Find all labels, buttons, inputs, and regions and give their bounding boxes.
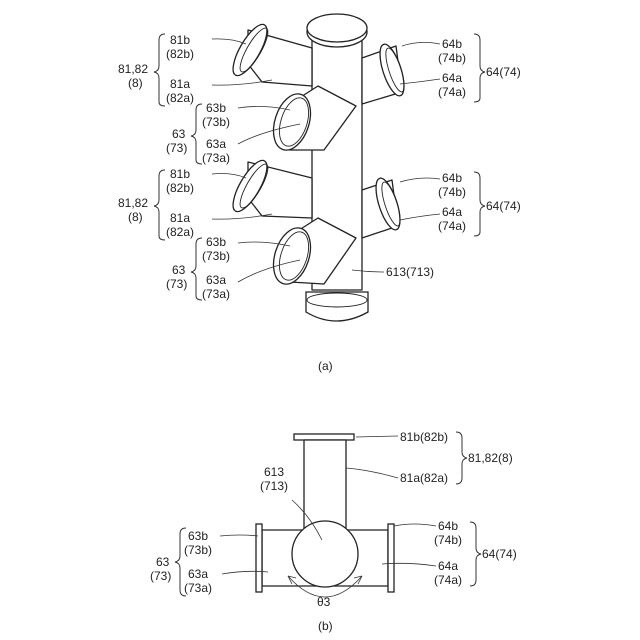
figure-a-drawing — [154, 14, 485, 321]
caption-a: (a) — [318, 359, 333, 373]
label-63b-upper: 63b — [206, 101, 226, 115]
label-b-81b82b: 81b(82b) — [400, 430, 448, 444]
label-82b-lower: (82b) — [166, 181, 194, 195]
label-b-713: (713) — [260, 479, 288, 493]
lower-left-branch-81 — [227, 156, 312, 218]
label-64b-upper: 64b — [442, 37, 462, 51]
bottom-flange — [306, 292, 368, 321]
center-pipe-613 — [292, 521, 358, 587]
label-73b-lower: (73b) — [202, 249, 230, 263]
label-b-81a82a: 81a(82a) — [400, 471, 448, 485]
label-b-74a: (74a) — [434, 573, 462, 587]
label-b-74b: (74b) — [434, 533, 462, 547]
label-81b-lower: 81b — [170, 167, 190, 181]
label-73a-upper: (73a) — [202, 151, 230, 165]
label-64a-upper: 64a — [442, 71, 462, 85]
label-82a-lower: (82a) — [166, 225, 194, 239]
upper-right-branch-64 — [362, 42, 409, 104]
label-82b-upper: (82b) — [166, 47, 194, 61]
label-81a-lower: 81a — [170, 211, 190, 225]
caption-b: (b) — [318, 619, 333, 633]
label-73-lower: (73) — [166, 277, 187, 291]
label-73b-upper: (73b) — [202, 115, 230, 129]
label-b-64a: 64a — [438, 559, 458, 573]
label-73-upper: (73) — [166, 141, 187, 155]
label-b-64b: 64b — [438, 519, 458, 533]
label-81a-upper: 81a — [170, 77, 190, 91]
label-74a-lower: (74a) — [438, 219, 466, 233]
label-6474-lower: 64(74) — [486, 199, 521, 213]
label-8-lower: (8) — [128, 210, 143, 224]
label-74b-upper: (74b) — [438, 51, 466, 65]
label-8182-upper: 81,82 — [118, 62, 148, 76]
label-b-theta3: θ3 — [317, 595, 331, 609]
right-flange-64b — [388, 524, 394, 592]
label-63b-lower: 63b — [206, 235, 226, 249]
label-b-73: (73) — [150, 569, 171, 583]
upper-left-branch-81 — [227, 20, 312, 86]
label-64b-lower: 64b — [442, 171, 462, 185]
label-82a-upper: (82a) — [166, 91, 194, 105]
label-73a-lower: (73a) — [202, 287, 230, 301]
label-63-upper: 63 — [172, 127, 186, 141]
label-8-upper: (8) — [128, 76, 143, 90]
label-b-73b: (73b) — [184, 543, 212, 557]
label-81b-upper: 81b — [170, 33, 190, 47]
label-613-713: 613(713) — [386, 265, 434, 279]
left-flange-63b — [256, 524, 262, 592]
label-b-613: 613 — [264, 465, 284, 479]
lower-right-branch-64 — [362, 176, 405, 238]
label-b-73a: (73a) — [184, 581, 212, 595]
label-b-63: 63 — [156, 555, 170, 569]
label-6474-upper: 64(74) — [486, 65, 521, 79]
label-b-63b: 63b — [188, 529, 208, 543]
label-63a-upper: 63a — [206, 137, 226, 151]
label-8182-lower: 81,82 — [118, 196, 148, 210]
label-64a-lower: 64a — [442, 205, 462, 219]
label-b-63a: 63a — [188, 567, 208, 581]
label-74a-upper: (74a) — [438, 85, 466, 99]
top-flange-81b — [294, 434, 354, 440]
label-b-6474: 64(74) — [482, 547, 517, 561]
label-63a-lower: 63a — [206, 273, 226, 287]
label-74b-lower: (74b) — [438, 185, 466, 199]
label-b-81828: 81,82(8) — [468, 451, 513, 465]
label-63-lower: 63 — [172, 263, 186, 277]
